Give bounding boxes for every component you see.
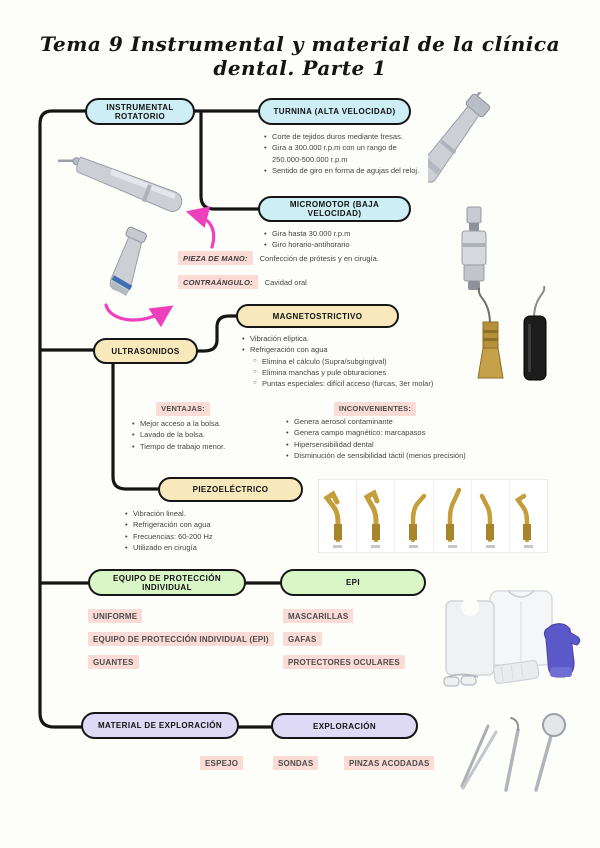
bullet: Lavado de la bolsa. xyxy=(131,429,256,441)
node-label: TURNINA (ALTA VELOCIDAD) xyxy=(273,107,396,116)
node-equipo-proteccion: EQUIPO DE PROTECCIÓN INDIVIDUAL xyxy=(88,569,246,596)
epi-item-gafas: GAFAS xyxy=(283,632,322,646)
connector-ultrasonidos-piezo xyxy=(111,361,160,491)
contraangulo-chip: CONTRAÁNGULO: xyxy=(178,275,258,289)
piezo-tip-image xyxy=(395,480,434,552)
micromotor-image xyxy=(461,206,487,290)
sub-bullet: Elimina manchas y pule obturaciones xyxy=(253,367,471,379)
ventajas-bullets: Mejor acceso a la bolsa. Lavado de la bo… xyxy=(131,418,256,452)
piezo-tip-image xyxy=(472,480,510,552)
node-label: PIEZOELÉCTRICO xyxy=(192,485,269,494)
piezo-tips-image xyxy=(318,479,548,553)
safety-glasses-icon xyxy=(443,673,479,687)
node-ultrasonidos: ULTRASONIDOS xyxy=(93,338,198,364)
bullet: Vibración elíptica. xyxy=(241,333,471,345)
pieza-de-mano-chip: PIEZA DE MANO: xyxy=(178,251,253,265)
bullet: Hipersensibilidad dental xyxy=(285,439,480,451)
node-instrumental-rotatorio: INSTRUMENTAL ROTATORIO xyxy=(85,98,195,125)
bullet: Genera aerosol contaminante xyxy=(285,416,480,428)
bullet: Refrigeración con agua xyxy=(241,344,471,356)
contraangulo-text: Cavidad oral xyxy=(264,277,307,287)
node-label: MATERIAL DE EXPLORACIÓN xyxy=(97,721,223,730)
bullet: Genera campo magnético: marcapasos xyxy=(285,427,480,439)
mirror-icon xyxy=(534,713,566,792)
node-label: MAGNETOSTRICTIVO xyxy=(272,311,363,321)
inconvenientes-bullets: Genera aerosol contaminante Genera campo… xyxy=(285,416,480,461)
exploracion-item-sondas: SONDAS xyxy=(273,756,319,770)
exploracion-item-pinzas: PINZAS ACODADAS xyxy=(344,756,435,770)
piezo-tip-image xyxy=(319,480,358,552)
magneto-sub-bullets: Elimina el cálculo (Supra/subgingival) E… xyxy=(241,356,471,390)
piezo-tip-image xyxy=(357,480,396,552)
bullet: Tiempo de trabajo menor. xyxy=(131,441,256,453)
piezo-tip-image xyxy=(434,480,472,552)
magneto-inserts-image xyxy=(477,286,547,381)
epi-item-protectores: PROTECTORES OCULARES xyxy=(283,655,405,669)
bullet: Refrigeración con agua xyxy=(124,519,289,531)
ventajas-header: VENTAJAS: xyxy=(128,398,238,416)
node-label: EPI xyxy=(345,578,361,587)
node-epi: EPI xyxy=(280,569,426,596)
bullet: Sentido de giro en forma de agujas del r… xyxy=(263,165,426,177)
ventajas-chip: VENTAJAS: xyxy=(156,401,210,416)
epi-item-equipo: EQUIPO DE PROTECCIÓN INDIVIDUAL (EPI) xyxy=(88,632,274,646)
pieza-de-mano-row: PIEZA DE MANO: Confección de prótesis y … xyxy=(178,251,379,265)
pink-arrow-right-icon xyxy=(104,303,174,328)
connector-ultrasonidos-magneto xyxy=(194,314,238,353)
node-magnetostrictivo: MAGNETOSTRICTIVO xyxy=(236,304,399,328)
turbina-image xyxy=(428,92,491,183)
epi-item-guantes: GUANTES xyxy=(88,655,139,669)
inconvenientes-chip: INCONVENIENTES: xyxy=(333,401,417,416)
node-label: EXPLORACIÓN xyxy=(312,721,377,731)
bullet: Gira hasta 30.000 r.p.m xyxy=(263,228,426,240)
node-piezoelectrico: PIEZOELÉCTRICO xyxy=(158,477,303,502)
pink-arrow-up-icon xyxy=(185,206,216,249)
node-label: INSTRUMENTAL ROTATORIO xyxy=(106,102,174,121)
probe-icon xyxy=(504,717,520,792)
node-exploracion: EXPLORACIÓN xyxy=(271,713,418,739)
piezo-tip-image xyxy=(510,480,547,552)
node-micromotor: MICROMOTOR (BAJA VELOCIDAD) xyxy=(258,196,411,222)
blue-glove-icon xyxy=(543,623,581,678)
bullet: Vibración lineal. xyxy=(124,508,289,520)
bullet: Utilizado en cirugía xyxy=(124,542,289,554)
contraangulo-image xyxy=(109,226,147,296)
bullet: Corte de tejidos duros mediante fresas. xyxy=(263,131,426,143)
epi-item-mascarillas: MASCARILLAS xyxy=(283,609,354,623)
magneto-bullets: Vibración elíptica. Refrigeración con ag… xyxy=(241,333,471,390)
pieza-de-mano-text: Confección de prótesis y en cirugía. xyxy=(259,253,379,263)
bullet: Giro horario-antihorario xyxy=(263,239,426,251)
inconvenientes-header: INCONVENIENTES: xyxy=(285,398,465,416)
connector-rotatorio-micromotor xyxy=(199,111,262,211)
tweezers-icon xyxy=(460,724,498,790)
page-title: Tema 9 Instrumental y material de la clí… xyxy=(39,32,561,80)
node-material-exploracion: MATERIAL DE EXPLORACIÓN xyxy=(81,712,239,739)
exploracion-tools-image xyxy=(460,713,566,792)
bullet: Gira a 300.000 r.p.m con un rango de 250… xyxy=(263,142,426,165)
trunk-line xyxy=(38,109,92,729)
micromotor-bullets: Gira hasta 30.000 r.p.m Giro horario-ant… xyxy=(263,228,426,251)
bullet: Frecuencias: 60-200 Hz xyxy=(124,531,289,543)
turbina-bullets: Corte de tejidos duros mediante fresas. … xyxy=(263,131,426,176)
node-label: MICROMOTOR (BAJA VELOCIDAD) xyxy=(289,200,380,218)
sub-bullet: Puntas especiales: difícil acceso (furca… xyxy=(253,378,471,390)
bullet: Disminución de sensibilidad táctil (meno… xyxy=(285,450,480,462)
exploracion-item-espejo: ESPEJO xyxy=(200,756,244,770)
pieza-de-mano-image xyxy=(58,156,183,213)
piezo-bullets: Vibración lineal. Refrigeración con agua… xyxy=(124,508,289,553)
node-label: ULTRASONIDOS xyxy=(111,346,180,356)
contraangulo-row: CONTRAÁNGULO: Cavidad oral xyxy=(178,275,307,289)
node-turbina: TURNINA (ALTA VELOCIDAD) xyxy=(258,98,411,125)
bullet: Mejor acceso a la bolsa. xyxy=(131,418,256,430)
epi-kit-image xyxy=(443,590,581,687)
epi-item-uniforme: UNIFORME xyxy=(88,609,143,623)
node-label: EQUIPO DE PROTECCIÓN INDIVIDUAL xyxy=(112,573,221,592)
sub-bullet: Elimina el cálculo (Supra/subgingival) xyxy=(253,356,471,368)
